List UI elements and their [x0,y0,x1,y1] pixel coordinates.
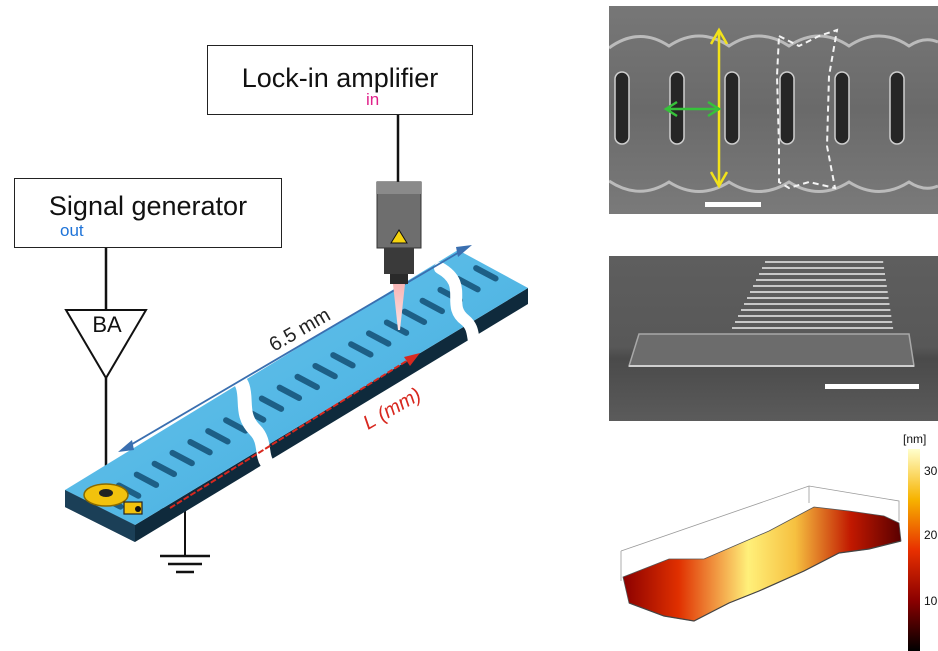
beam-slot [330,352,356,369]
colorbar-tick-20: 20 [924,528,938,542]
beam-slot [455,276,481,293]
yellow-arrow-head-bottom [709,171,729,189]
green-arrow-head-right [707,100,722,118]
beam-slot [115,482,142,499]
break-mark-1 [225,365,287,477]
sem-scale-bar [705,202,761,207]
signal-generator-box: Signal generator [14,178,282,248]
beam-slot [383,319,410,336]
unit-cell-outline [775,28,839,190]
beam-slot [419,297,445,315]
beam-slot [258,395,285,412]
lockin-port-label: in [366,90,380,109]
sem-slots [614,71,905,145]
yellow-arrow-head-top [709,27,729,45]
beam-slot [187,438,213,456]
laser-lens [384,248,414,274]
beam-slot [276,384,303,402]
ground-icon [160,554,210,574]
axis-arrow-head [404,353,420,366]
laser-head-face [377,182,421,194]
beam-slot [133,471,160,488]
sem-slot [724,71,740,145]
sem-beam-bottom-edge [609,179,938,193]
side-slot-lines [732,261,894,329]
generator-title: Signal generator [48,191,248,221]
length-arrow-head-left [118,440,134,452]
schematic: 6.5 mm L (mm) [64,95,528,574]
colorbar-tick-10: 10 [924,594,938,608]
length-arrow [121,246,469,451]
beam-end-face [65,490,135,542]
lockin-amplifier-box: Lock-in amplifier [207,45,473,115]
length-arrow-head-right [456,245,472,257]
side-beam-body [627,333,915,367]
amplifier-label: BA [92,312,122,337]
break-mark-2 [434,262,496,358]
side-scale-bar [825,384,919,389]
beam-slot [151,460,178,478]
beam-slot [294,373,320,391]
beam-slot [169,449,195,467]
lockin-title: Lock-in amplifier [241,63,439,93]
amplifier-triangle [64,309,148,380]
colorbar-tick-30: 30 [924,464,938,478]
sem-slot [779,71,795,145]
sem-slot [889,71,905,145]
beam-slot [365,330,392,347]
beam-slot [312,362,338,380]
sem-slot [834,71,850,145]
contact-dot [135,506,141,512]
sem-side-view [609,256,938,421]
generator-port-label: out [60,221,84,240]
beam-slot [401,308,428,325]
beam-slot [348,341,374,358]
laser-beam [393,284,405,330]
simulation-wireframe [620,485,900,581]
simulation-plate-edge [628,540,902,622]
sem-slot [614,71,630,145]
green-arrow-head-left [663,100,678,118]
sem-beam-top-edge [609,34,938,50]
sem-top-view [609,6,938,214]
piezo-center [99,489,113,497]
beam-slot [205,428,231,445]
colorbar [908,449,920,651]
beam-slot [223,417,249,434]
laser-warning-icon [390,229,408,244]
laser-lens-tip [390,274,408,284]
simulation-plate [622,506,902,622]
mode-simulation: [nm] 30 20 10 [620,432,938,651]
beam-slot [473,265,499,282]
beam-slots [98,265,499,510]
colorbar-unit: [nm] [903,432,926,446]
